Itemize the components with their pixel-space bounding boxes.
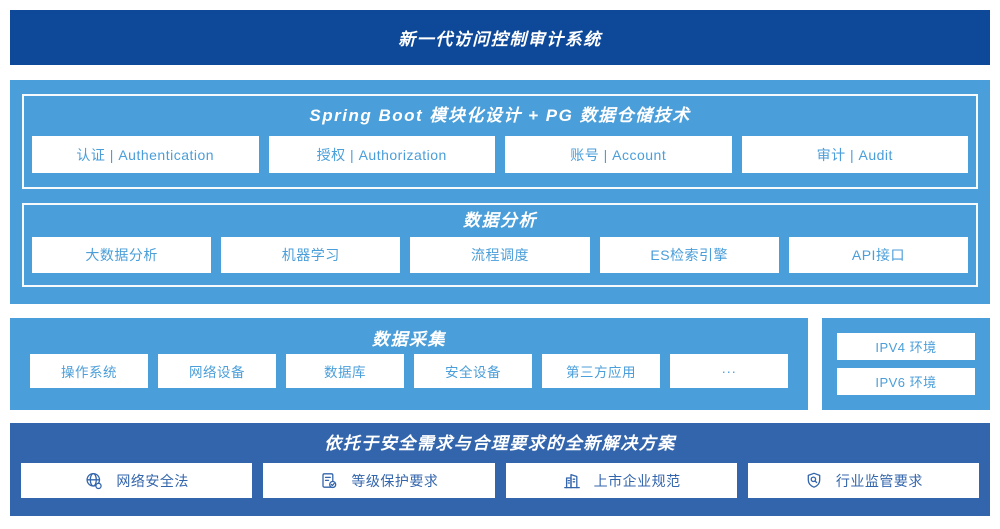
module-account: 账号 | Account [505, 136, 732, 173]
analysis-bigdata: 大数据分析 [32, 237, 212, 273]
platform-section: Spring Boot 模块化设计 + PG 数据仓储技术 认证 | Authe… [10, 80, 990, 304]
solution-label: 上市企业规范 [593, 472, 681, 489]
system-title-banner: 新一代访问控制审计系统 [10, 10, 990, 65]
document-check-icon [319, 471, 339, 491]
collection-third-party-app: 第三方应用 [542, 354, 660, 388]
analysis-es-search: ES检索引擎 [599, 237, 779, 273]
data-analysis-box: 数据分析 大数据分析 机器学习 流程调度 ES检索引擎 API接口 [22, 203, 978, 287]
module-audit: 审计 | Audit [741, 136, 968, 173]
globe-network-icon [84, 471, 104, 491]
module-authentication: 认证 | Authentication [32, 136, 259, 173]
collection-network-device: 网络设备 [158, 354, 276, 388]
solution-row: 网络安全法 等级保护要求 [10, 463, 990, 498]
page-title: 新一代访问控制审计系统 [398, 30, 602, 49]
solution-label: 行业监管要求 [835, 472, 923, 489]
collection-os: 操作系统 [30, 354, 148, 388]
collection-security-device: 安全设备 [414, 354, 532, 388]
building-icon [562, 471, 582, 491]
collection-database: 数据库 [286, 354, 404, 388]
modules-title: Spring Boot 模块化设计 + PG 数据仓储技术 [309, 106, 691, 125]
spring-boot-modules-box: Spring Boot 模块化设计 + PG 数据仓储技术 认证 | Authe… [22, 94, 978, 189]
ip-environments-section: IPV4 环境 IPV6 环境 [822, 318, 990, 410]
solution-label: 等级保护要求 [351, 472, 439, 489]
collection-more-ellipsis: ··· [670, 354, 788, 388]
analysis-workflow: 流程调度 [410, 237, 590, 273]
analysis-api: API接口 [788, 237, 969, 273]
collection-row: 操作系统 网络设备 数据库 安全设备 第三方应用 ··· [10, 354, 808, 388]
solution-classified-protection: 等级保护要求 [263, 463, 495, 498]
collection-title: 数据采集 [372, 330, 446, 349]
shield-search-icon [804, 471, 824, 491]
env-ipv6: IPV6 环境 [837, 368, 975, 395]
solution-section: 依托于安全需求与合理要求的全新解决方案 网络安全法 [10, 423, 990, 516]
analysis-row: 大数据分析 机器学习 流程调度 ES检索引擎 API接口 [24, 237, 976, 273]
solution-title: 依托于安全需求与合理要求的全新解决方案 [324, 434, 676, 453]
analysis-title: 数据分析 [463, 211, 537, 230]
env-ipv4: IPV4 环境 [837, 333, 975, 360]
solution-industry-regulation: 行业监管要求 [747, 463, 979, 498]
solution-label: 网络安全法 [116, 472, 189, 489]
analysis-machine-learning: 机器学习 [221, 237, 401, 273]
solution-listed-company: 上市企业规范 [505, 463, 737, 498]
module-authorization: 授权 | Authorization [268, 136, 495, 173]
modules-row: 认证 | Authentication 授权 | Authorization 账… [24, 136, 976, 173]
solution-cybersecurity-law: 网络安全法 [21, 463, 253, 498]
data-collection-section: 数据采集 操作系统 网络设备 数据库 安全设备 第三方应用 ··· [10, 318, 808, 410]
